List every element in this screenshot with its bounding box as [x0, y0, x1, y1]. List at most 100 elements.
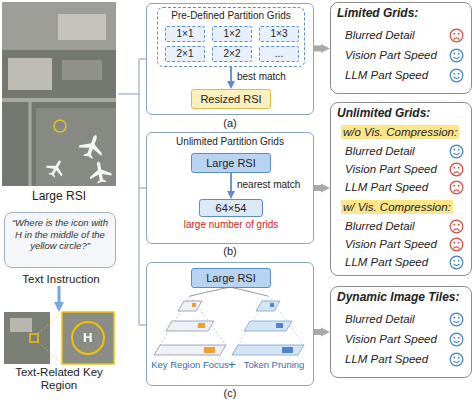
result-title: Dynamic Image Tiles:	[337, 290, 460, 304]
happy-face	[449, 48, 464, 63]
face-eye	[453, 33, 455, 35]
face-eye	[453, 73, 455, 75]
happy-face	[449, 255, 464, 270]
satellite-image: Large RSI	[2, 2, 116, 186]
helipad	[72, 322, 104, 354]
process-box: Large RSI	[191, 268, 271, 288]
criterion-text: LLM Part Speed	[345, 352, 428, 366]
sad-face	[449, 162, 464, 177]
edge-label: best match	[237, 71, 286, 82]
criterion-text: Vision Part Speed	[345, 48, 437, 62]
face-outline	[450, 333, 463, 346]
face-outline	[450, 69, 463, 82]
face-mouth	[454, 172, 460, 174]
criterion-text: LLM Part Speed	[345, 255, 428, 269]
face-eye	[458, 242, 460, 244]
grid-cell: ...	[259, 46, 299, 62]
face-eye	[458, 185, 460, 187]
pyramid-level	[166, 321, 214, 331]
face-outline	[450, 181, 463, 194]
road	[2, 98, 116, 102]
face-eye	[458, 149, 460, 151]
face-eye	[458, 73, 460, 75]
face-outline	[450, 256, 463, 269]
result-box: Unlimited Grids:w/o Vis. Compression:Blu…	[330, 102, 472, 276]
face-eye	[458, 260, 460, 262]
grid-size: 2×1	[166, 47, 204, 61]
image-caption: Text Instruction	[1, 272, 121, 286]
criterion-text: Vision Part Speed	[345, 237, 437, 251]
face-mouth	[454, 190, 460, 192]
method-label: Key Region Focus	[146, 359, 234, 370]
key-region-image: Text-Related Key Region	[4, 312, 114, 364]
connector-arrow	[58, 286, 61, 302]
result-box: Limited Grids:Blurred DetailVision Part …	[330, 2, 472, 94]
face-eye	[453, 167, 455, 169]
kept-token	[276, 323, 283, 328]
process-box: Large RSI	[191, 153, 271, 173]
branch-line	[190, 287, 230, 296]
happy-face	[449, 68, 464, 83]
apron	[36, 108, 116, 186]
sad-face	[449, 219, 464, 234]
connector-arrow	[314, 46, 321, 52]
face-mouth	[454, 321, 460, 323]
face-eye	[453, 185, 455, 187]
panel-tag: (a)	[147, 117, 313, 130]
box-text: Large RSI	[192, 154, 270, 172]
happy-face	[449, 144, 464, 159]
kept-token	[270, 303, 274, 307]
panel-title: Unlimited Partition Grids	[147, 136, 313, 148]
panel-tag: (b)	[147, 245, 313, 258]
grid-size: 1×1	[166, 27, 204, 41]
hangar	[8, 58, 52, 90]
grid-cell: 1×2	[212, 26, 252, 42]
group-title: Pre-Defined Partition Grids	[158, 10, 304, 22]
face-eye	[458, 224, 460, 226]
face-eye	[453, 317, 455, 319]
pyramid-level	[154, 345, 226, 355]
setting-heading: w/ Vis. Compression:	[341, 200, 453, 214]
process-box: 64×54large number of grids	[199, 199, 263, 217]
bracket-stub	[139, 187, 146, 188]
bracket-stub	[118, 93, 139, 94]
criterion-text: LLM Part Speed	[345, 68, 428, 82]
key-region-mark	[192, 303, 196, 307]
pyramid-level	[232, 345, 304, 355]
apron	[2, 2, 116, 50]
grid-cell: 1×1	[165, 26, 205, 42]
face-eye	[458, 337, 460, 339]
connector-arrow	[314, 329, 321, 335]
face-outline	[450, 145, 463, 158]
connector-arrow	[230, 173, 232, 191]
criterion-text: Blurred Detail	[345, 144, 415, 158]
face-eye	[458, 53, 460, 55]
branch-line	[230, 287, 268, 296]
focus-box	[30, 334, 38, 342]
criterion-text: Blurred Detail	[345, 219, 415, 233]
face-outline	[450, 238, 463, 251]
zoom-line	[38, 342, 62, 364]
grid-group: Pre-Defined Partition Grids1×11×21×32×12…	[157, 7, 305, 67]
setting-heading: w/o Vis. Compression:	[341, 125, 459, 139]
face-mouth	[454, 229, 460, 231]
pyramid-illustration	[154, 287, 304, 355]
airplane	[77, 131, 108, 162]
face-outline	[450, 220, 463, 233]
face-eye	[453, 242, 455, 244]
box-text: Resized RSI	[192, 90, 270, 108]
face-mouth	[454, 153, 460, 155]
airplane	[87, 159, 112, 184]
key-region-mark	[204, 347, 215, 353]
pyramid-level	[244, 321, 292, 331]
criterion-text: LLM Part Speed	[345, 180, 428, 194]
grid-size: 1×2	[213, 27, 251, 41]
criterion-text: Blurred Detail	[345, 312, 415, 326]
grid-size: ...	[260, 47, 298, 61]
bracket-stub	[139, 58, 146, 59]
grid-cell: 1×3	[259, 26, 299, 42]
face-outline	[450, 353, 463, 366]
bracket-stub	[139, 324, 146, 325]
process-box: Resized RSI	[191, 89, 271, 109]
building	[62, 60, 102, 80]
